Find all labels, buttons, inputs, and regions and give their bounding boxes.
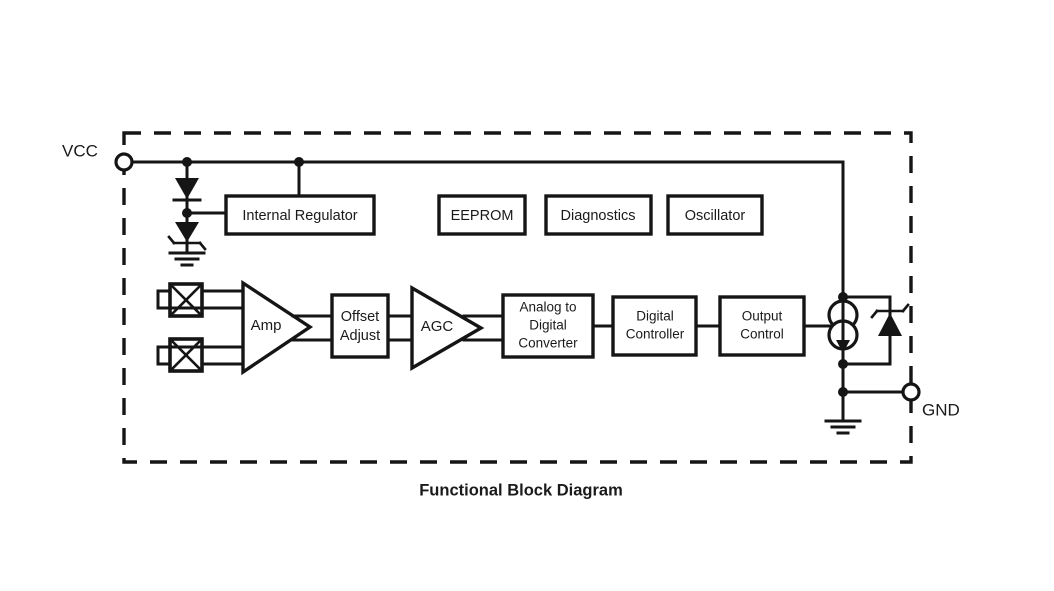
current-source-arrow bbox=[836, 340, 850, 353]
digital-controller-label-line2: Controller bbox=[626, 327, 685, 342]
eeprom-block bbox=[437, 194, 527, 236]
adc-label-line3: Converter bbox=[518, 336, 578, 351]
output-zener-icon bbox=[878, 313, 902, 336]
digital-controller-label-line1: Digital bbox=[636, 309, 674, 324]
adc-label-line1: Analog to bbox=[519, 300, 576, 315]
hall-plate-top-return-wire bbox=[156, 289, 245, 310]
gnd-pin-circle bbox=[901, 382, 921, 402]
hall-plate-bottom-return-wire bbox=[156, 345, 245, 366]
zener-diode-icon bbox=[175, 222, 199, 242]
amp-label: Amp bbox=[251, 317, 282, 334]
internal-regulator-label: Internal Regulator bbox=[242, 208, 357, 224]
gnd-pin-label: GND bbox=[922, 400, 960, 419]
agc-triangle bbox=[410, 285, 485, 371]
output-zener-bar-left-tick bbox=[870, 309, 879, 319]
diagnostics-block bbox=[544, 194, 653, 236]
diode-icon bbox=[175, 178, 199, 199]
output-control-label-line2: Control bbox=[740, 327, 784, 342]
offset-adjust-label-line1: Offset bbox=[341, 309, 379, 325]
digital-controller-block bbox=[611, 295, 698, 357]
vcc-pin-label: VCC bbox=[62, 141, 98, 160]
output-zener-bar-right-tick bbox=[901, 303, 910, 313]
oscillator-label: Oscillator bbox=[685, 208, 746, 224]
ic-boundary bbox=[122, 131, 913, 464]
zener-bar-left-tick bbox=[167, 235, 176, 245]
vcc-rail bbox=[122, 160, 845, 299]
offset-adjust-block bbox=[330, 293, 390, 359]
adc-label-line2: Digital bbox=[529, 318, 567, 333]
eeprom-label: EEPROM bbox=[451, 208, 514, 224]
amp-triangle bbox=[241, 279, 314, 376]
oscillator-block bbox=[666, 194, 764, 236]
agc-label: AGC bbox=[421, 318, 454, 335]
offset-adjust-label-line2: Adjust bbox=[340, 328, 380, 344]
zener-bar-right-tick bbox=[198, 241, 207, 251]
diagram-caption: Functional Block Diagram bbox=[419, 481, 623, 499]
output-control-label-line1: Output bbox=[742, 309, 783, 324]
diagnostics-label: Diagnostics bbox=[561, 208, 636, 224]
internal-regulator-block bbox=[224, 194, 376, 236]
vcc-pin-circle bbox=[114, 152, 134, 172]
output-control-block bbox=[718, 295, 806, 357]
